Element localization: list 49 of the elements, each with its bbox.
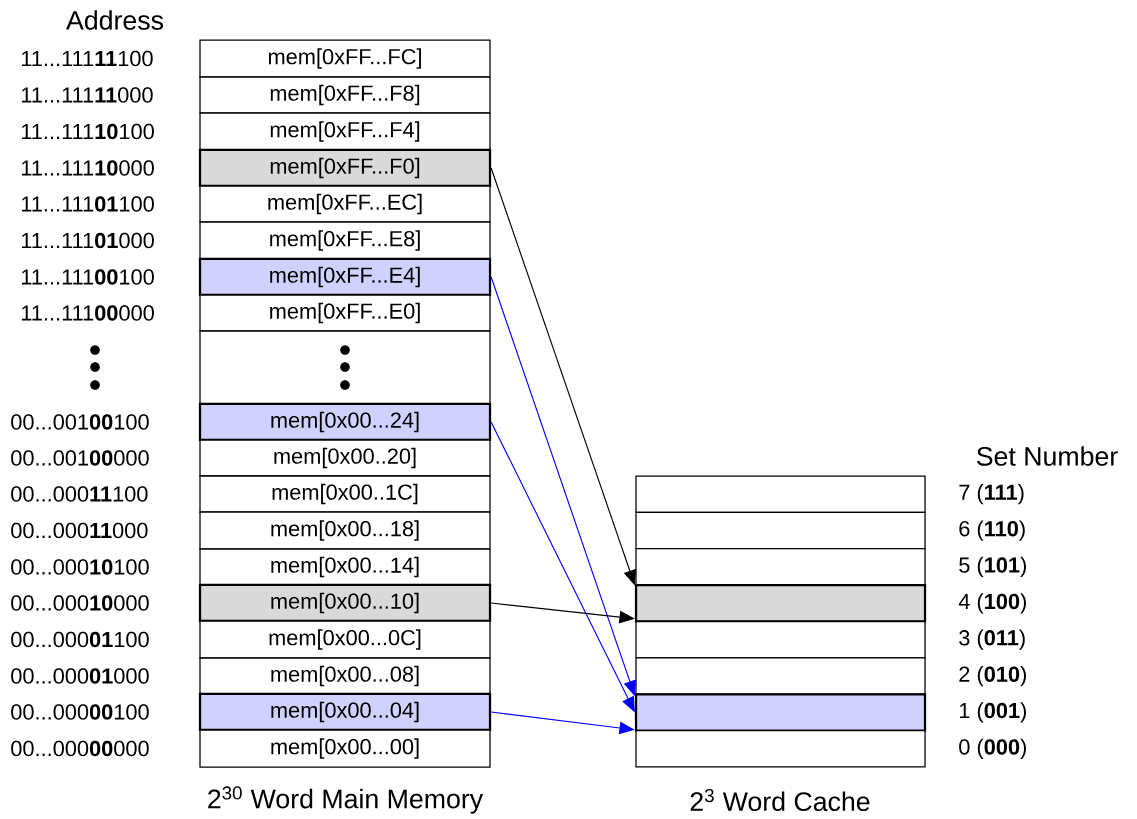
set-number-label: 0 (000) [959, 738, 1026, 759]
caption: 2$^{30}$ Word Main Memory [208, 786, 484, 814]
memory-cell: mem[0x00..20] [199, 439, 491, 477]
memory-cell: mem[0xFF...F0] [198, 148, 492, 188]
address-label: 00...00010100 [11, 559, 149, 575]
address-label: 00...00011000 [11, 522, 148, 539]
memory-cell: mem[0xFF...EC] [199, 185, 491, 223]
address-label: 00...00000100 [11, 704, 149, 720]
column-heading: Set Number [976, 446, 1118, 466]
memory-cell: mem[0x00...10] [198, 583, 492, 623]
address-label: 00...00010000 [11, 595, 149, 611]
address-label: 00...00100000 [11, 450, 149, 466]
memory-cell: mem[0xFF...E0] [199, 294, 491, 332]
memory-cell: mem[0xFF...E4] [198, 257, 492, 297]
address-label: 11...11100100 [21, 269, 154, 285]
address-label: 11...11100000 [21, 305, 154, 321]
memory-cell: mem[0x00...08] [199, 657, 491, 695]
address-label: 11...11111100 [21, 50, 153, 67]
set-number-label: 7 (111) [959, 484, 1024, 505]
column-heading: Address [66, 10, 163, 30]
set-number-label: 3 (011) [959, 629, 1025, 650]
address-label: 11...11111000 [21, 87, 153, 103]
memory-cell: mem[0x00..1C] [199, 475, 491, 513]
memory-cell: mem[0xFF...F8] [199, 76, 491, 114]
memory-cell: mem[0xFF...FC] [199, 39, 491, 78]
address-label: 11...11101000 [21, 232, 154, 249]
memory-cell: mem[0x00...24] [198, 402, 492, 442]
memory-cell: mem[0x00...04] [198, 692, 492, 732]
set-number-label: 6 (110) [959, 520, 1025, 541]
set-number-label: 1 (001) [959, 702, 1026, 723]
set-number-label: 5 (101) [959, 556, 1026, 578]
memory-cell: mem[0x00...14] [199, 548, 491, 586]
address-label: 11...11110100 [21, 123, 154, 140]
caption: 2$^{3}$ Word Cache [690, 788, 870, 812]
memory-cell: mem[0x00...0C] [199, 620, 491, 659]
address-label: 00...00001100 [11, 631, 149, 648]
address-label: 00...00001000 [11, 668, 149, 684]
memory-gap [199, 330, 491, 405]
address-label: 00...00100100 [11, 414, 149, 430]
address-label: 00...00011100 [11, 486, 148, 502]
address-label: 11...11101100 [21, 196, 154, 212]
memory-cell: mem[0x00...18] [199, 511, 491, 550]
set-number-label: 2 (010) [959, 665, 1026, 687]
address-label: 00...00000000 [11, 740, 149, 757]
memory-cell: mem[0x00...00] [199, 729, 491, 768]
set-number-label: 4 (100) [958, 593, 1026, 614]
memory-cell: mem[0xFF...E8] [199, 221, 491, 260]
address-label: 11...11110000 [21, 160, 154, 176]
memory-cell: mem[0xFF...F4] [199, 112, 491, 151]
